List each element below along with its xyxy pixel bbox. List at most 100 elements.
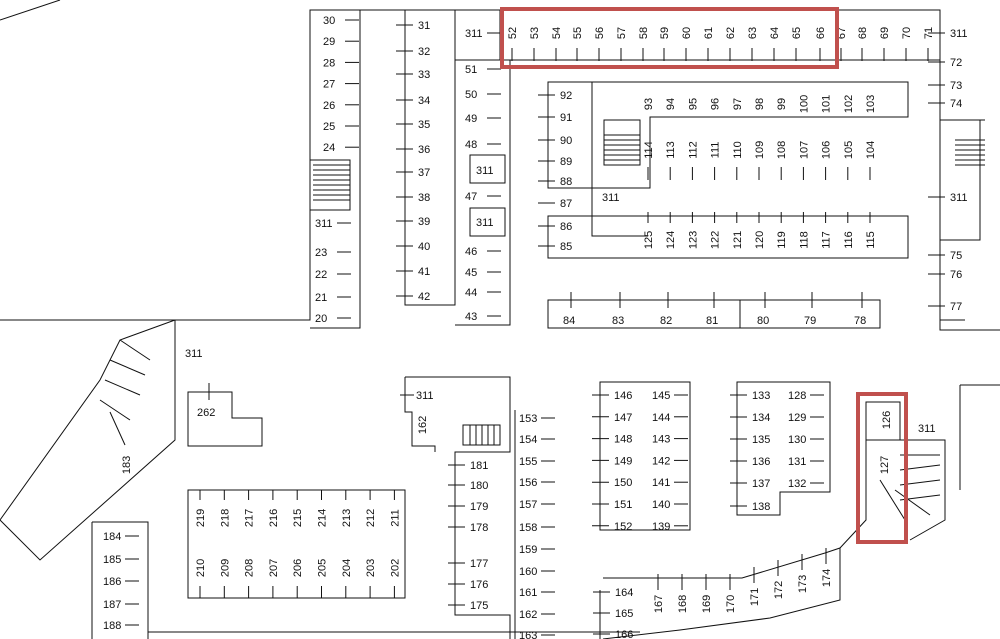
- stall-number: 216: [268, 509, 280, 527]
- stall-number: 35: [418, 119, 430, 131]
- stall-207: 207: [268, 559, 280, 598]
- stall-number: 163: [519, 630, 537, 639]
- stall-number: 125: [643, 231, 655, 249]
- stall-number: 144: [652, 412, 670, 424]
- stall-51: 51: [465, 64, 501, 76]
- stall-number: 185: [103, 554, 121, 566]
- stall-147: 147: [592, 412, 632, 424]
- stall-187: 187: [103, 599, 139, 611]
- stall-number: 126: [881, 411, 893, 429]
- stall-68: 68: [857, 27, 869, 61]
- stall-32: 32: [396, 46, 430, 58]
- stall-number: 162: [519, 609, 537, 621]
- stall-134: 134: [730, 412, 770, 424]
- stall-99: 99: [776, 98, 788, 110]
- stall-number: 41: [418, 266, 430, 278]
- stall-119: 119: [776, 212, 788, 249]
- stall-number: 219: [195, 509, 207, 527]
- stall-178: 178: [448, 522, 488, 534]
- stall-146: 146: [592, 390, 632, 402]
- stall-208: 208: [244, 559, 256, 598]
- stall-number: 80: [757, 315, 769, 327]
- stall-number: 30: [323, 15, 335, 27]
- stall-number: 102: [843, 95, 855, 113]
- stall-number: 110: [732, 141, 744, 159]
- stall-90: 90: [538, 135, 572, 147]
- stall-114: 114: [643, 141, 655, 180]
- stall-59: 59: [659, 27, 671, 61]
- stall-number: 311: [185, 348, 203, 360]
- stall-108: 108: [776, 141, 788, 180]
- stall-120: 120: [754, 212, 766, 249]
- stall-number: 54: [551, 27, 563, 39]
- stall-186: 186: [103, 576, 139, 588]
- stall-93: 93: [643, 98, 655, 110]
- stall-number: 34: [418, 95, 430, 107]
- stall-number: 179: [470, 501, 488, 513]
- stall-122: 122: [710, 212, 722, 249]
- stall-38: 38: [396, 192, 430, 204]
- stall-number: 68: [857, 27, 869, 39]
- stall-number: 97: [732, 98, 744, 110]
- stall-87: 87: [538, 198, 572, 210]
- stall-number: 164: [615, 587, 633, 599]
- stall-110: 110: [732, 141, 744, 180]
- stall-number: 61: [703, 27, 715, 39]
- stall-144: 144: [652, 412, 688, 424]
- stall-55: 55: [572, 27, 584, 61]
- stall-103: 103: [865, 95, 877, 113]
- stall-number: 210: [195, 559, 207, 577]
- stall-37: 37: [396, 167, 430, 179]
- stall-160: 160: [519, 566, 555, 578]
- stall-46: 46: [465, 246, 501, 258]
- stall-number: 140: [652, 499, 670, 511]
- stall-81: 81: [706, 292, 718, 327]
- stall-number: 120: [754, 231, 766, 249]
- stall-number: 178: [470, 522, 488, 534]
- stall-number: 209: [219, 559, 231, 577]
- stall-number: 165: [615, 608, 633, 620]
- stall-number: 159: [519, 544, 537, 556]
- stall-number: 166: [615, 629, 633, 639]
- stall-number: 215: [292, 509, 304, 527]
- stall-number: 212: [365, 509, 377, 527]
- stall-175: 175: [448, 600, 488, 612]
- stall-141: 141: [652, 477, 688, 489]
- stall-number: 217: [244, 509, 256, 527]
- stall-76: 76: [928, 269, 962, 281]
- stall-number: 150: [614, 477, 632, 489]
- stall-number: 218: [219, 509, 231, 527]
- stall-number: 109: [754, 141, 766, 159]
- stall-number: 112: [687, 141, 699, 159]
- stall-169: 169: [701, 574, 713, 613]
- stall-54: 54: [551, 27, 563, 61]
- stall-43: 43: [465, 311, 501, 323]
- stall-number: 183: [121, 456, 133, 474]
- highlight-box-stalls-126-127: [856, 392, 908, 544]
- stall-number: 161: [519, 587, 537, 599]
- stall-132: 132: [788, 478, 824, 490]
- stall-number: 130: [788, 434, 806, 446]
- stall-number: 45: [465, 267, 477, 279]
- stall-number: 158: [519, 522, 537, 534]
- stall-number: 169: [701, 595, 713, 613]
- stall-number: 95: [687, 98, 699, 110]
- stall-39: 39: [396, 216, 430, 228]
- stall-155: 155: [519, 456, 555, 468]
- stall-number: 176: [470, 579, 488, 591]
- stall-48: 48: [465, 139, 501, 151]
- stall-176: 176: [448, 579, 488, 591]
- stall-97: 97: [732, 98, 744, 110]
- stall-311: 311: [476, 165, 494, 177]
- stall-number: 107: [798, 141, 810, 159]
- stall-70: 70: [901, 27, 913, 61]
- stall-91: 91: [538, 112, 572, 124]
- stall-311: 311: [928, 28, 968, 40]
- stall-158: 158: [519, 522, 555, 534]
- stall-number: 148: [614, 434, 632, 446]
- stall-number: 25: [323, 121, 335, 133]
- stall-151: 151: [592, 499, 632, 511]
- stall-number: 186: [103, 576, 121, 588]
- stall-number: 138: [752, 501, 770, 513]
